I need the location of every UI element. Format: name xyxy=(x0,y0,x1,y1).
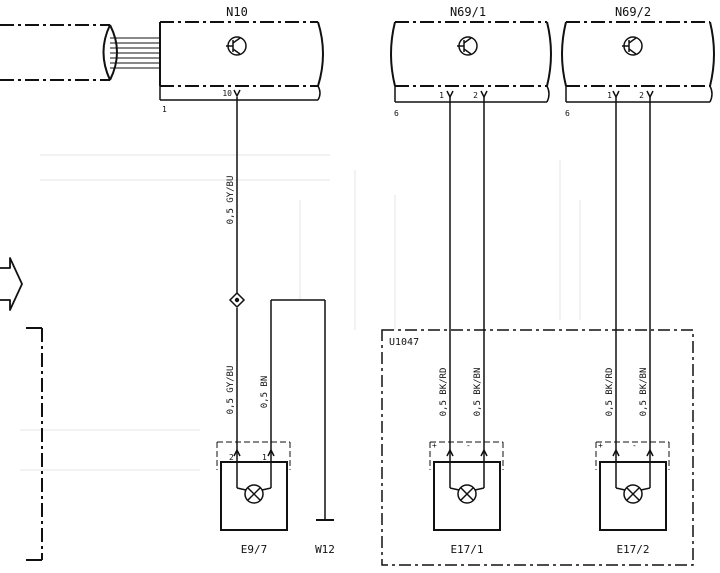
component-label-e17-2: E17/2 xyxy=(616,543,649,556)
pin-label-e97-1: 1 xyxy=(262,453,267,462)
pin-label-n69-2-1: 1 xyxy=(607,91,612,100)
transistor-icon xyxy=(622,36,643,56)
connector-arrow-icon xyxy=(446,90,454,99)
wire-label-e171-plus: 0,5 BK/RD xyxy=(439,368,449,417)
module-ref-n69-2: 6 xyxy=(565,109,570,118)
connector-arrow-icon xyxy=(646,90,654,99)
connector-arrow-icon xyxy=(233,448,241,457)
background-ghost-lines xyxy=(20,154,581,471)
pin-label-e171-plus: + xyxy=(432,441,437,450)
pin-label-n69-2-2: 2 xyxy=(639,91,644,100)
pin-label-n10-10: 10 xyxy=(222,89,232,98)
module-label-n69-2: N69/2 xyxy=(615,5,651,19)
pin-label-e172-plus: + xyxy=(598,441,603,450)
pin-label-e172-minus: - xyxy=(632,441,637,450)
component-label-e9-7: E9/7 xyxy=(241,543,268,556)
ground-w12: W12 xyxy=(315,519,335,556)
component-label-e17-1: E17/1 xyxy=(450,543,483,556)
lamp-icon xyxy=(449,452,485,504)
connector-arrow-icon xyxy=(233,89,241,98)
module-n69-2: N69/2 6 1 2 xyxy=(561,5,715,118)
connector-arrow-icon xyxy=(480,448,488,457)
transistor-icon xyxy=(226,36,247,56)
group-box-u1047: U1047 xyxy=(381,329,694,566)
side-bracket xyxy=(26,327,43,561)
wire-label-e172-plus: 0,5 BK/RD xyxy=(605,368,615,417)
lamp-icon xyxy=(615,452,651,504)
lamp-e17-1: + - E17/1 xyxy=(429,441,504,556)
pin-label-n69-1-1: 1 xyxy=(439,91,444,100)
cable-bundle xyxy=(0,24,160,81)
transistor-icon xyxy=(457,36,478,56)
connector-arrow-icon xyxy=(612,448,620,457)
connector-arrow-icon xyxy=(267,448,275,457)
connector-arrow-icon xyxy=(646,448,654,457)
splice-icon xyxy=(228,291,246,309)
pin-label-e97-2: 2 xyxy=(229,453,234,462)
lamp-e9-7: 2 1 E9/7 xyxy=(216,441,291,556)
wires xyxy=(236,97,651,520)
group-box-label: U1047 xyxy=(389,337,419,348)
pin-label-n69-1-2: 2 xyxy=(473,91,478,100)
lamp-icon xyxy=(236,452,272,504)
module-label-n10: N10 xyxy=(226,5,248,19)
wire-label-e171-minus: 0,5 BK/BN xyxy=(473,368,483,417)
wire-label-e97-ground: 0,5 BN xyxy=(260,376,270,409)
arrow-right-icon xyxy=(0,257,23,311)
module-ref-n69-1: 6 xyxy=(394,109,399,118)
wire-label-n10-lower: 0,5 GY/BU xyxy=(226,366,236,415)
module-ref-n10: 1 xyxy=(162,105,167,114)
pin-label-e171-minus: - xyxy=(466,441,471,450)
connector-arrow-icon xyxy=(446,448,454,457)
connector-arrow-icon xyxy=(612,90,620,99)
connector-arrow-icon xyxy=(480,90,488,99)
component-label-w12: W12 xyxy=(315,543,335,556)
lamp-e17-2: + - E17/2 xyxy=(595,441,670,556)
module-label-n69-1: N69/1 xyxy=(450,5,486,19)
module-n10: N10 1 10 xyxy=(0,5,324,114)
wire-label-e172-minus: 0,5 BK/BN xyxy=(639,368,649,417)
wire-label-n10-upper: 0,5 GY/BU xyxy=(226,176,236,225)
module-n69-1: N69/1 6 1 2 xyxy=(390,5,552,118)
